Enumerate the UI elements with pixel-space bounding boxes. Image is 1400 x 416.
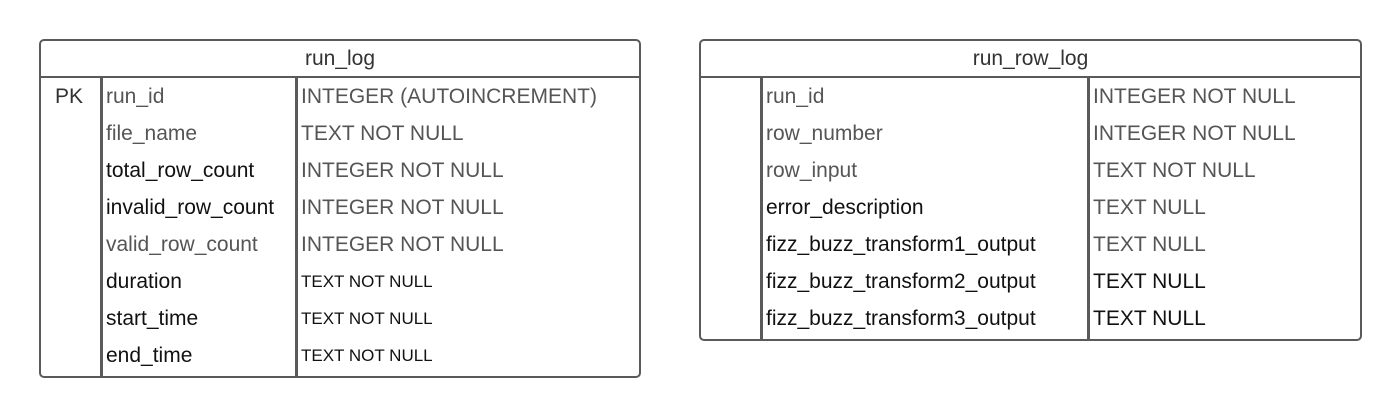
- table-row: duration TEXT NOT NULL: [41, 263, 639, 300]
- field-type-cell: TEXT NOT NULL: [1093, 159, 1256, 182]
- table-run-row-log: run_row_log run_id INTEGER NOT NULL row_…: [699, 39, 1362, 341]
- field-type-cell: INTEGER NOT NULL: [1093, 85, 1296, 108]
- field-name-cell: valid_row_count: [106, 233, 258, 256]
- table-row: valid_row_count INTEGER NOT NULL: [41, 226, 639, 263]
- field-name-cell: run_id: [766, 85, 825, 108]
- field-name-cell: file_name: [106, 122, 198, 145]
- field-name-cell: row_number: [766, 122, 883, 145]
- column-divider: [100, 78, 103, 376]
- table-row: invalid_row_count INTEGER NOT NULL: [41, 189, 639, 226]
- field-name-cell: invalid_row_count: [106, 196, 275, 219]
- field-type-cell: TEXT NULL: [1093, 196, 1206, 219]
- field-type-cell: TEXT NOT NULL: [301, 122, 464, 145]
- table-body: run_id INTEGER NOT NULL row_number INTEG…: [701, 78, 1360, 339]
- field-type-cell: INTEGER NOT NULL: [301, 196, 504, 219]
- table-title: run_row_log: [701, 41, 1360, 78]
- field-type-cell: TEXT NOT NULL: [301, 309, 433, 328]
- field-type-cell: TEXT NULL: [1093, 307, 1206, 330]
- field-type-cell: INTEGER NOT NULL: [1093, 122, 1296, 145]
- field-name-cell: fizz_buzz_transform2_output: [766, 270, 1036, 293]
- table-row: error_description TEXT NULL: [701, 189, 1360, 226]
- field-type-cell: TEXT NOT NULL: [301, 346, 433, 365]
- table-run-log: run_log PK run_id INTEGER (AUTOINCREMENT…: [39, 39, 641, 378]
- table-row: row_number INTEGER NOT NULL: [701, 115, 1360, 152]
- field-type-cell: TEXT NULL: [1093, 233, 1206, 256]
- field-type-cell: INTEGER NOT NULL: [301, 159, 504, 182]
- table-body: PK run_id INTEGER (AUTOINCREMENT) file_n…: [41, 78, 639, 376]
- table-title: run_log: [41, 41, 639, 78]
- field-name-cell: fizz_buzz_transform1_output: [766, 233, 1036, 256]
- key-cell: PK: [55, 85, 84, 108]
- table-row: run_id INTEGER NOT NULL: [701, 78, 1360, 115]
- table-row: PK run_id INTEGER (AUTOINCREMENT): [41, 78, 639, 115]
- field-name-cell: start_time: [106, 307, 199, 330]
- table-row: fizz_buzz_transform2_output TEXT NULL: [701, 263, 1360, 300]
- field-name-cell: total_row_count: [106, 159, 255, 182]
- field-name-cell: end_time: [106, 344, 193, 367]
- field-name-cell: run_id: [106, 85, 165, 108]
- table-row: fizz_buzz_transform3_output TEXT NULL: [701, 300, 1360, 337]
- column-divider: [295, 78, 298, 376]
- field-name-cell: fizz_buzz_transform3_output: [766, 307, 1036, 330]
- table-row: start_time TEXT NOT NULL: [41, 300, 639, 337]
- column-divider: [760, 78, 763, 339]
- table-row: row_input TEXT NOT NULL: [701, 152, 1360, 189]
- table-row: end_time TEXT NOT NULL: [41, 337, 639, 374]
- field-name-cell: error_description: [766, 196, 924, 219]
- field-type-cell: INTEGER NOT NULL: [301, 233, 504, 256]
- field-type-cell: TEXT NULL: [1093, 270, 1206, 293]
- table-row: file_name TEXT NOT NULL: [41, 115, 639, 152]
- field-name-cell: duration: [106, 270, 182, 293]
- column-divider: [1087, 78, 1090, 339]
- table-row: fizz_buzz_transform1_output TEXT NULL: [701, 226, 1360, 263]
- field-type-cell: TEXT NOT NULL: [301, 272, 433, 291]
- field-name-cell: row_input: [766, 159, 858, 182]
- field-type-cell: INTEGER (AUTOINCREMENT): [301, 85, 597, 108]
- table-row: total_row_count INTEGER NOT NULL: [41, 152, 639, 189]
